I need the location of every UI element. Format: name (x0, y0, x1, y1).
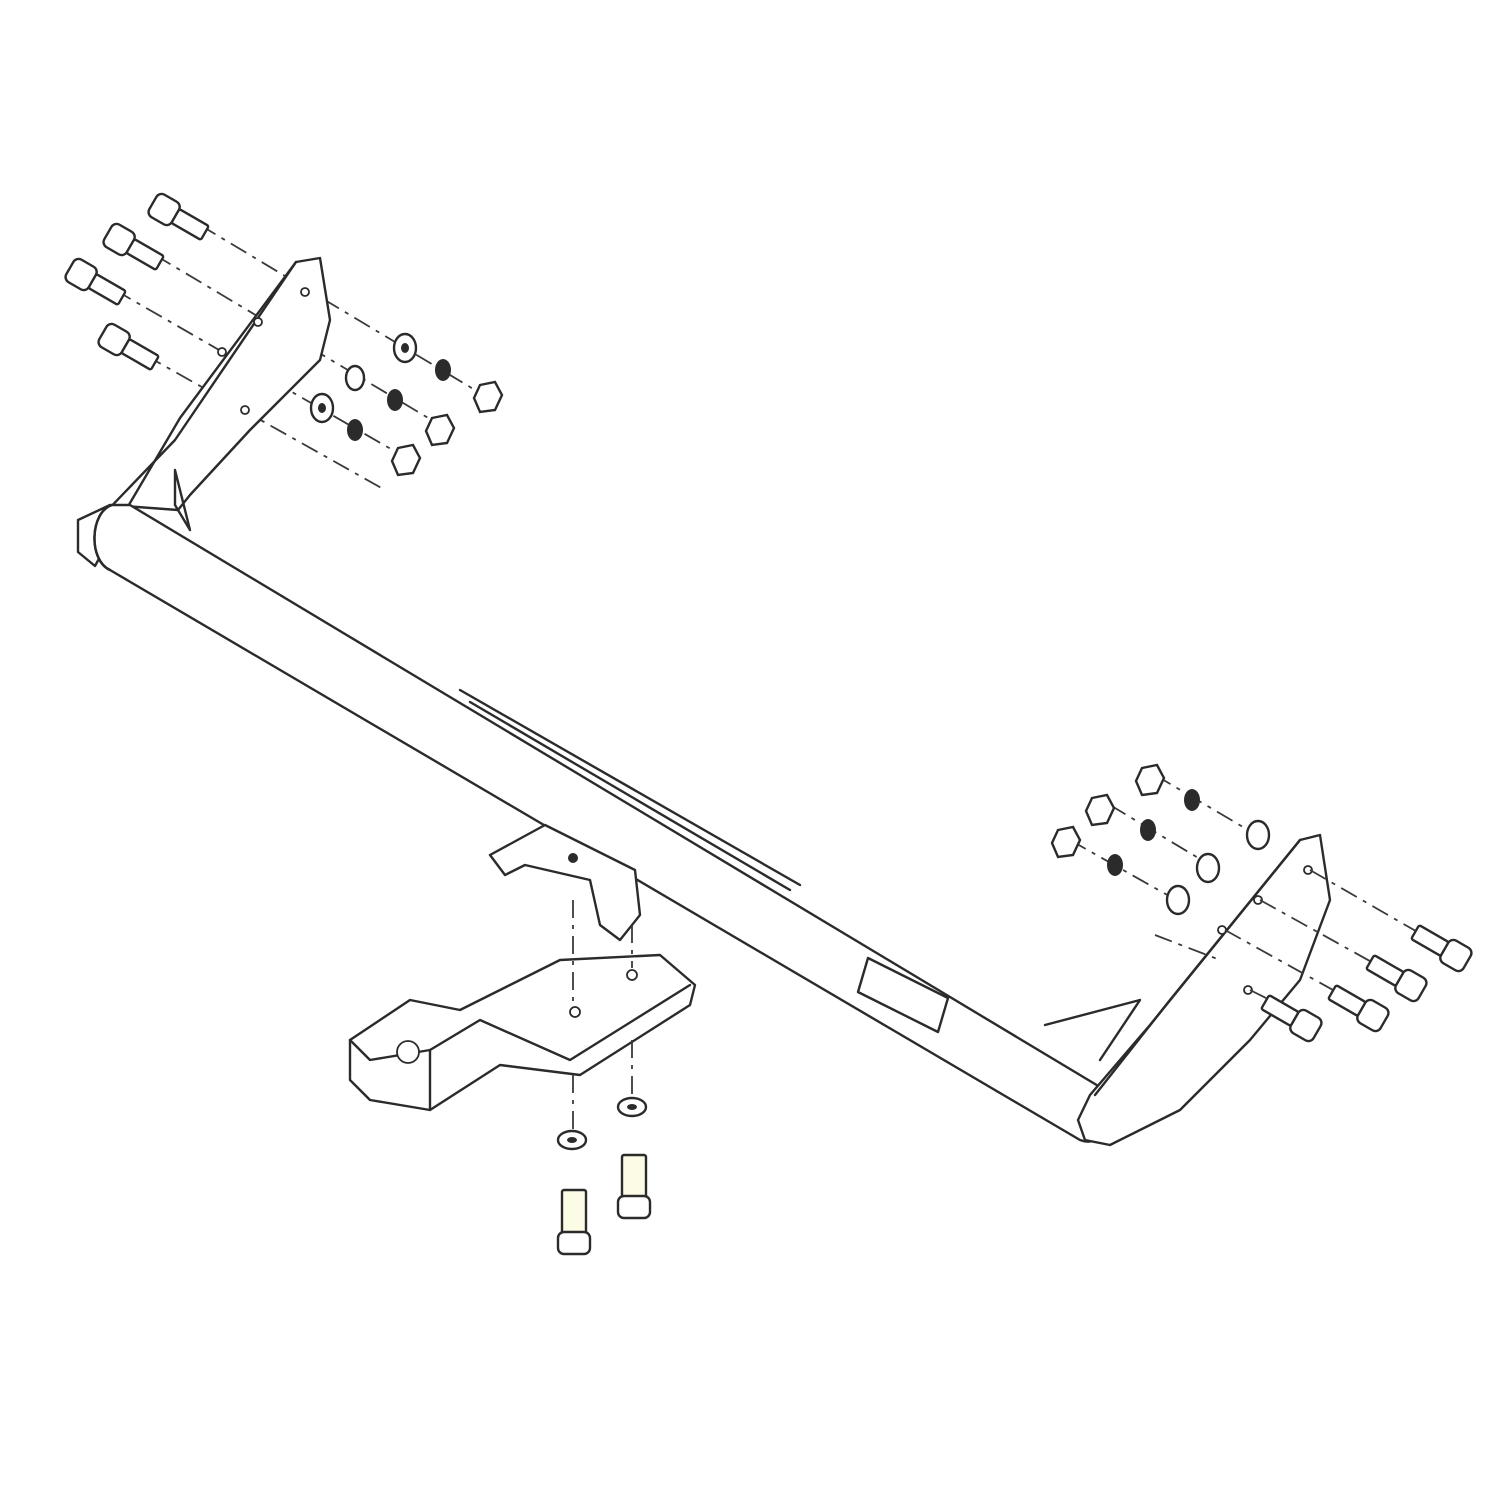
bolt-icon (556, 1153, 652, 1256)
lock-washer-icon (347, 359, 1200, 876)
washer-icon (309, 332, 1271, 1151)
drawbar-ball-mount-icon (348, 823, 697, 1140)
right-mounting-bracket-icon (1043, 833, 1332, 1147)
bolt-icon (1260, 924, 1473, 1043)
crossbar-tube-icon (93, 503, 1115, 1143)
bolt-icon (64, 192, 210, 371)
hex-nut-icon (390, 380, 1166, 859)
